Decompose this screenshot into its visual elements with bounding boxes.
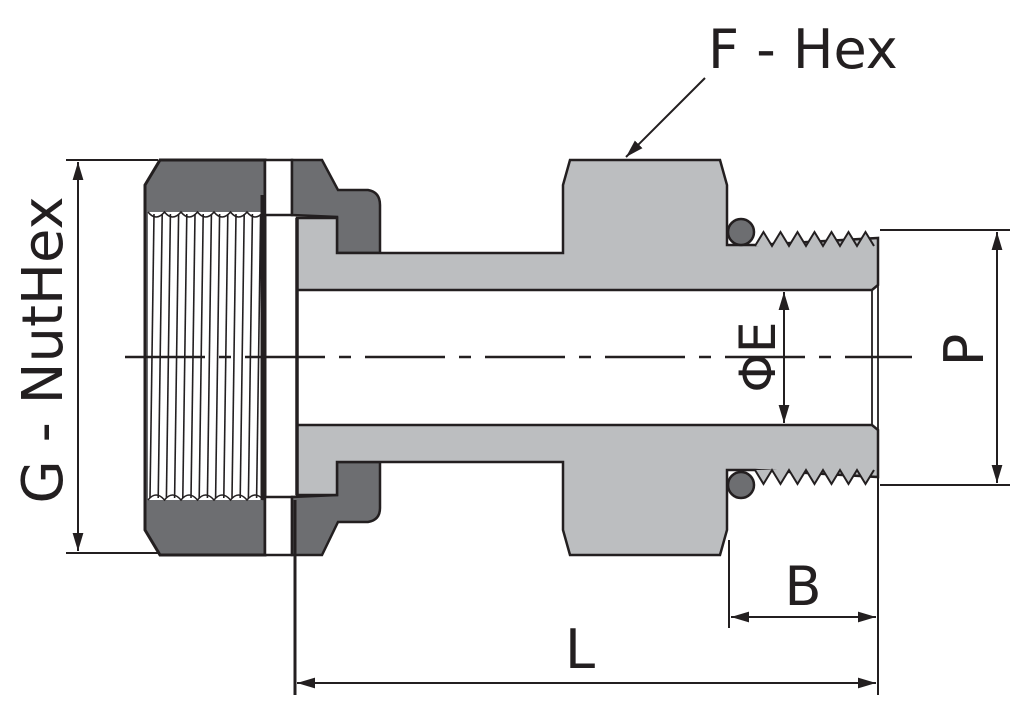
thread-line bbox=[214, 213, 221, 499]
p-label: P bbox=[933, 334, 996, 367]
thread-line bbox=[239, 213, 245, 499]
thread-profile bbox=[754, 230, 875, 248]
f-hex-label: F - Hex bbox=[708, 18, 898, 81]
l-label: L bbox=[565, 618, 595, 681]
b-label: B bbox=[784, 555, 821, 618]
dimension-p bbox=[880, 229, 1010, 486]
f-hex-leader bbox=[625, 77, 706, 158]
e-diameter-label: ΦE bbox=[729, 322, 787, 393]
thread-crest bbox=[147, 210, 265, 218]
male-threads bbox=[754, 230, 878, 486]
dimension-g bbox=[66, 159, 158, 554]
thread-line bbox=[206, 213, 213, 499]
o-ring bbox=[726, 217, 756, 500]
g-nuthex-label: G - NutHex bbox=[11, 196, 76, 503]
thread-crest bbox=[147, 494, 265, 502]
nut-collar bbox=[290, 158, 382, 557]
dimension-l bbox=[293, 500, 876, 695]
dimension-b bbox=[728, 478, 879, 695]
washer-gap bbox=[263, 158, 294, 557]
thread-profile bbox=[754, 468, 875, 486]
thread-line bbox=[231, 213, 237, 499]
